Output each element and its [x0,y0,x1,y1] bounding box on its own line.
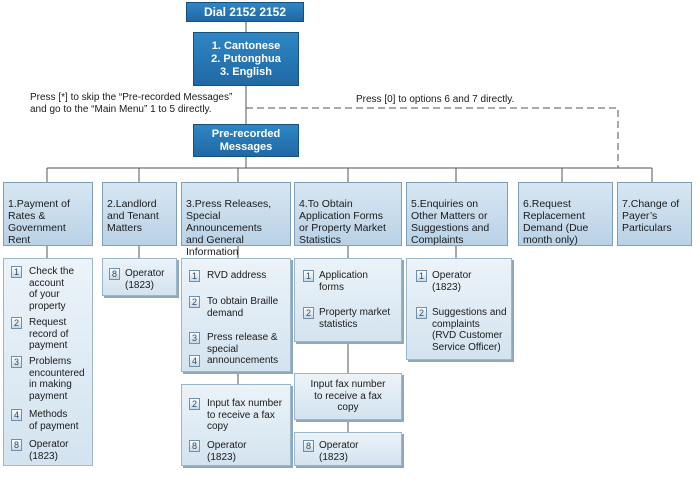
option-key: 1 [11,266,22,278]
enquiry-options-box: 1 Operator (1823) 2 Suggestions and comp… [406,258,512,360]
prerecorded-label: Pre-recorded Messages [211,127,281,153]
forms-options-box: 1 Application forms 2 Property market st… [294,258,402,342]
category-label: 1.Payment of Rates & Government Rent [8,198,70,246]
option-key: 2 [189,296,200,308]
landlord-options-box: 8 Operator (1823) [102,258,177,296]
option-label: Problems encountered in making payment [29,356,85,402]
dial-number-label: Dial 2152 2152 [203,5,287,19]
option-key: 8 [303,440,314,452]
option-label: Methods of payment [29,409,79,432]
press-fax-options-box: 2 Input fax number to receive a fax copy… [181,384,291,466]
option-label: Operator (1823) [29,439,69,462]
option-label: Property market statistics [319,307,391,330]
category-label: 7.Change of Payer’s Particulars [622,198,680,234]
option-key: 8 [11,439,22,451]
forms-fax-box: Input fax number to receive a fax copy [294,373,402,420]
language-options: 1. Cantonese 2. Putonghua 3. English [211,39,281,78]
dashed-connector [246,107,619,168]
option-key: 2 [416,307,427,319]
category-label: 5.Enquiries on Other Matters or Suggesti… [411,198,490,246]
option-label: Suggestions and complaints (RVD Customer… [432,307,507,353]
option-label: Operator (1823) [319,440,359,463]
category-enquiries: 5.Enquiries on Other Matters or Suggesti… [406,182,508,246]
option-key: 8 [109,268,120,280]
fax-instruction: Input fax number to receive a fax copy [310,379,386,414]
prerecorded-box: Pre-recorded Messages [193,124,299,157]
option-label: Check the account of your property [29,266,75,312]
option-label: Request record of payment [29,317,69,351]
option-label: Input fax number to receive a fax copy [207,398,283,432]
option-label: Operator (1823) [432,270,472,293]
option-key: 1 [416,270,427,282]
option-key: 4 [189,355,200,367]
category-label: 2.Landlord and Tenant Matters [107,198,159,234]
option-key: 1 [189,270,200,282]
zero-note: Press [0] to options 6 and 7 directly. [356,94,515,105]
option-label: announcements [207,355,279,366]
category-rates: 1.Payment of Rates & Government Rent [3,182,93,246]
forms-operator-box: 8 Operator (1823) [294,432,402,466]
option-label: To obtain Braille demand [207,296,279,319]
option-label: Operator (1823) [125,268,165,291]
option-key: 2 [303,307,314,319]
option-label: RVD address [207,270,267,281]
option-key: 2 [11,317,22,329]
option-label: Press release & special [207,332,278,355]
category-payer: 7.Change of Payer’s Particulars [617,182,692,246]
option-key: 2 [189,398,200,410]
category-forms: 4.To Obtain Application Forms or Propert… [294,182,402,246]
category-landlord: 2.Landlord and Tenant Matters [102,182,177,246]
category-label: 4.To Obtain Application Forms or Propert… [299,198,386,246]
category-replacement: 6.Request Replacement Demand (Due month … [518,182,613,246]
option-key: 8 [189,440,200,452]
category-label: 3.Press Releases, Special Announcements … [186,198,272,258]
rates-options-box: 1 Check the account of your property 2 R… [3,258,93,466]
option-key: 3 [11,356,22,368]
category-press: 3.Press Releases, Special Announcements … [181,182,291,258]
option-key: 1 [303,270,314,282]
dial-number-box: Dial 2152 2152 [186,2,304,22]
language-box: 1. Cantonese 2. Putonghua 3. English [193,32,299,86]
press-options-box: 1 RVD address 2 To obtain Braille demand… [181,258,291,372]
skip-note: Press [*] to skip the “Pre-recorded Mess… [30,92,233,115]
option-label: Application forms [319,270,368,293]
option-label: Operator (1823) [207,440,247,463]
option-key: 4 [11,409,22,421]
category-label: 6.Request Replacement Demand (Due month … [523,198,589,246]
option-key: 3 [189,332,200,344]
